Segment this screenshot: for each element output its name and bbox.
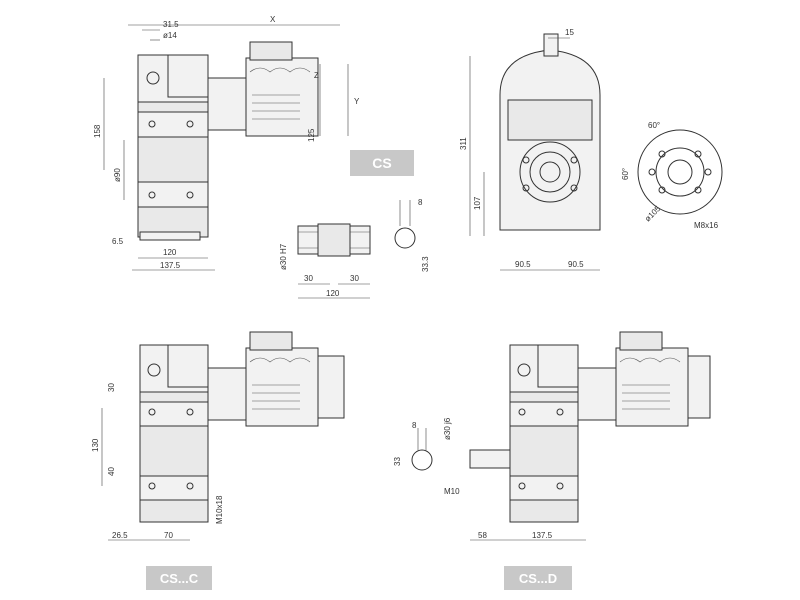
dim-z-label: Z: [314, 71, 319, 80]
motor-adapter: [207, 77, 247, 131]
csc-label-tag: CS...C: [146, 566, 212, 590]
flange-detail: 60° 60° ø105 M8x16: [621, 121, 723, 230]
dim-311-label: 311: [459, 137, 468, 150]
dim-90-5b-label: 90.5: [568, 260, 584, 269]
shaft-key-icon: [411, 449, 433, 471]
terminal-box: [249, 41, 293, 61]
solid-output-shaft: [469, 449, 511, 469]
dim-33-label: 33: [393, 457, 402, 466]
lifting-eye-icon: [146, 71, 160, 85]
dim-x-label: X: [270, 15, 276, 24]
m10-label: M10: [444, 487, 460, 496]
dim-14-label: ø14: [163, 31, 177, 40]
dim-33-3-label: 33.3: [421, 256, 430, 272]
dim-107-label: 107: [473, 196, 482, 210]
dim-30b-label: 30: [350, 274, 359, 283]
output-flange-circle: [519, 141, 581, 203]
dim-130-label: 130: [91, 438, 100, 452]
cs-label: CS: [372, 155, 391, 171]
dim-30h7-label: ø30 H7: [279, 243, 288, 270]
cs-label-tag: CS: [350, 150, 414, 176]
dim-158-label: 158: [93, 124, 102, 138]
m10x18-label: M10x18: [215, 495, 224, 524]
m8x16-label: M8x16: [694, 221, 719, 230]
dim-125-label: 125: [307, 128, 316, 142]
dim-y-label: Y: [354, 97, 360, 106]
motor-flange: [543, 33, 559, 57]
dim-40-label: 40: [107, 467, 116, 476]
dim-120-label: 120: [163, 248, 177, 257]
lifting-eye-icon: [517, 363, 531, 377]
dim-6-5-label: 6.5: [112, 237, 124, 246]
dim-58-label: 58: [478, 531, 487, 540]
dim-15-label: 15: [565, 28, 574, 37]
cs-side-view: X 31.5 ø14 Z Y 125 158 ø90 6.5 120 137.5: [93, 15, 360, 271]
cs-front-view: 15 311 107 90.5 90.5: [459, 28, 601, 271]
dim-137-5-label: 137.5: [160, 261, 181, 270]
dim-26-5-label: 26.5: [112, 531, 128, 540]
dim-70-label: 70: [164, 531, 173, 540]
csd-label: CS...D: [519, 571, 557, 586]
dim-30a-label: 30: [304, 274, 313, 283]
dim-8-label: 8: [418, 198, 423, 207]
dim-90-label: ø90: [113, 168, 122, 182]
dim-105-label: ø105: [643, 204, 663, 224]
dim-31-5-label: 31.5: [163, 20, 179, 29]
flange-outer-circle: [637, 129, 723, 215]
dim-8-csd-label: 8: [412, 421, 417, 430]
dim-30j6-label: ø30 j6: [443, 417, 452, 440]
motor-body: [245, 57, 319, 137]
dim-30-label: 30: [107, 383, 116, 392]
dim-90-5a-label: 90.5: [515, 260, 531, 269]
lifting-eye-icon: [147, 363, 161, 377]
csc-label: CS...C: [160, 571, 199, 586]
dim-120-shaft-label: 120: [326, 289, 340, 298]
dim-137-5-csd-label: 137.5: [532, 531, 553, 540]
csc-side-view: 30 130 40 M10x18 26.5 70: [91, 331, 345, 541]
hollow-shaft-detail: 8 ø30 H7 30 30 120 33.3: [279, 198, 430, 299]
csd-side-view: 8 ø30 j6 33 M10 58 137.5: [393, 331, 711, 541]
angle-60b-label: 60°: [621, 168, 630, 180]
csd-label-tag: CS...D: [504, 566, 572, 590]
shaft-keyway-icon: [394, 227, 416, 249]
angle-60a-label: 60°: [648, 121, 660, 130]
